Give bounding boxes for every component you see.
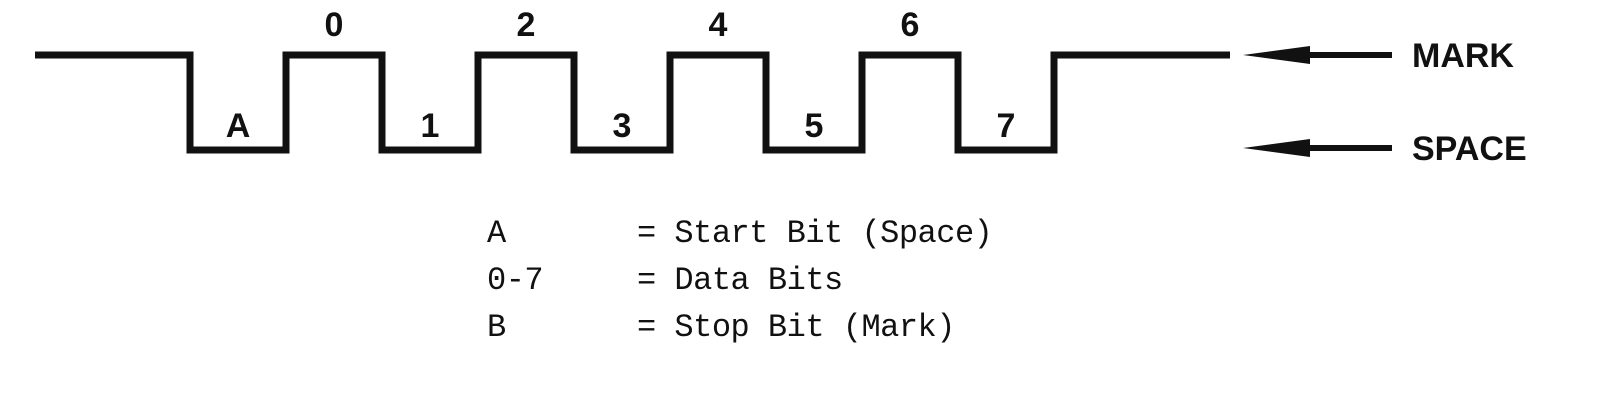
mark-arrowhead-icon bbox=[1243, 46, 1310, 64]
bit-label-A: A bbox=[226, 107, 251, 145]
space-arrowhead-icon bbox=[1243, 139, 1310, 157]
waveform-line bbox=[35, 51, 1230, 154]
bit-label-5: 5 bbox=[805, 107, 824, 145]
bit-label-3: 3 bbox=[613, 107, 632, 145]
bit-label-1: 1 bbox=[421, 107, 440, 145]
bit-label-2: 2 bbox=[517, 6, 536, 44]
legend-definition: = Stop Bit (Mark) bbox=[637, 309, 955, 346]
bit-label-7: 7 bbox=[997, 107, 1016, 145]
legend-definition: = Data Bits bbox=[637, 262, 843, 299]
bit-label-0: 0 bbox=[325, 6, 344, 44]
mark-level-arrow: MARK bbox=[1243, 37, 1514, 75]
space-level-label: SPACE bbox=[1412, 130, 1527, 168]
legend-symbol: B bbox=[487, 309, 506, 346]
bit-label-6: 6 bbox=[901, 6, 920, 44]
waveform: MARK SPACE A 0 1 2 3 4 5 6 7 bbox=[35, 6, 1527, 168]
mark-level-label: MARK bbox=[1412, 37, 1514, 75]
legend: A = Start Bit (Space) 0-7 = Data Bits B … bbox=[487, 210, 993, 351]
bit-label-4: 4 bbox=[709, 6, 728, 44]
legend-row-data-bits: 0-7 = Data Bits bbox=[487, 257, 992, 304]
legend-symbol: A bbox=[487, 215, 506, 252]
legend-definition: = Start Bit (Space) bbox=[637, 215, 993, 252]
legend-symbol: 0-7 bbox=[487, 262, 544, 299]
legend-row-stop-bit: B = Stop Bit (Mark) bbox=[487, 304, 992, 351]
space-level-arrow: SPACE bbox=[1243, 130, 1527, 168]
legend-row-start-bit: A = Start Bit (Space) bbox=[487, 210, 993, 257]
